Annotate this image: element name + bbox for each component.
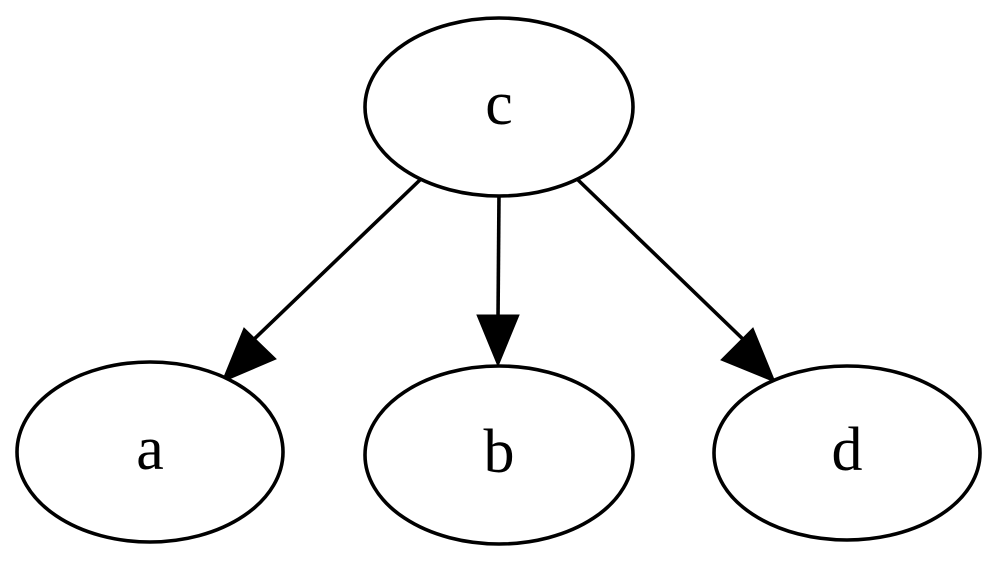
node-c-label: c bbox=[485, 70, 513, 138]
node-a-ellipse bbox=[15, 360, 285, 544]
node-c-ellipse bbox=[363, 16, 635, 198]
edge-c-to-b[interactable] bbox=[476, 193, 520, 368]
node-a-label: a bbox=[136, 415, 164, 483]
edge-c-to-a[interactable] bbox=[221, 176, 424, 383]
node-b-label: b bbox=[484, 418, 515, 486]
node-b[interactable]: b bbox=[363, 364, 635, 546]
node-d[interactable]: d bbox=[712, 364, 982, 542]
node-b-ellipse bbox=[363, 364, 635, 546]
edge-c-to-d-arrowhead bbox=[720, 327, 776, 383]
node-d-label: d bbox=[832, 416, 863, 484]
edge-c-to-a-arrowhead bbox=[221, 327, 277, 383]
edge-group bbox=[221, 176, 776, 383]
edge-c-to-d-line bbox=[574, 176, 750, 346]
node-c[interactable]: c bbox=[363, 16, 635, 198]
edge-c-to-d[interactable] bbox=[574, 176, 776, 383]
edge-c-to-b-arrowhead bbox=[476, 314, 520, 368]
node-d-ellipse bbox=[712, 364, 982, 542]
edge-c-to-b-line bbox=[496, 193, 501, 321]
node-group: c a b d bbox=[15, 16, 982, 546]
node-a[interactable]: a bbox=[15, 360, 285, 544]
edge-c-to-a-line bbox=[247, 176, 424, 346]
